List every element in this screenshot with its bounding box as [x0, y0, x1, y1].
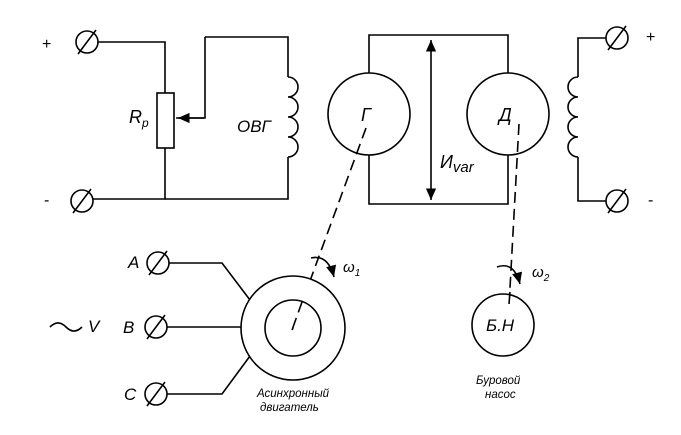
- shaft-dc-motor-pump: [508, 123, 520, 307]
- mud-pump-caption-2: насос: [485, 389, 516, 401]
- ac-supply-label: V: [88, 317, 101, 336]
- omega2-label-main: ω: [532, 264, 544, 281]
- rotation-arrow-omega1: [310, 256, 337, 278]
- voltage-label-main: И: [440, 152, 453, 172]
- omega1-label: ω1: [343, 259, 360, 279]
- motor-field-winding: [567, 37, 606, 202]
- left-plus-label: +: [42, 36, 51, 53]
- omega2-label-sub: 2: [543, 273, 550, 284]
- right-minus-terminal: [605, 188, 629, 214]
- voltage-label: Иvar: [440, 152, 475, 176]
- field-winding-label: ОВГ: [237, 117, 273, 136]
- omega1-label-sub: 1: [355, 268, 361, 279]
- omega1-label-main: ω: [343, 259, 355, 276]
- right-plus-label: +: [646, 29, 655, 46]
- right-minus-label: -: [648, 192, 653, 209]
- rheostat-label-main: R: [129, 107, 142, 127]
- generator-label: Г: [361, 105, 372, 125]
- mud-pump: [471, 293, 535, 357]
- dc-motor-label: Д: [497, 105, 512, 125]
- excitation-wiring: [93, 36, 289, 200]
- mud-pump-label: Б.Н: [486, 316, 515, 335]
- left-plus-terminal: [75, 29, 99, 55]
- omega2-label: ω2: [532, 264, 550, 284]
- phase-a-label: A: [127, 253, 139, 272]
- generator: [327, 72, 411, 156]
- generator-field-winding: [287, 76, 299, 160]
- voltage-label-sub: var: [453, 159, 475, 176]
- dc-motor: [466, 72, 550, 156]
- phase-b-label: B: [123, 318, 134, 337]
- phase-c-terminal: [144, 381, 168, 407]
- armature-loop: [368, 34, 509, 205]
- rheostat-label: Rp: [129, 107, 149, 130]
- mud-pump-caption-1: Буровой: [476, 375, 521, 387]
- rheostat-label-sub: p: [141, 116, 149, 130]
- induction-motor-caption-1: Асинхронный: [256, 388, 330, 400]
- left-minus-label: -: [44, 192, 49, 209]
- ac-supply-symbol: [49, 322, 83, 332]
- left-minus-terminal: [70, 188, 94, 214]
- right-plus-terminal: [605, 25, 629, 51]
- phase-b-terminal: [144, 314, 168, 340]
- phase-wiring: [167, 262, 251, 395]
- rotation-arrow-omega2: [496, 265, 523, 285]
- phase-c-label: C: [124, 385, 137, 404]
- rheostat: [156, 92, 175, 149]
- phase-a-terminal: [146, 250, 170, 276]
- induction-motor-caption-2: двигатель: [260, 402, 319, 414]
